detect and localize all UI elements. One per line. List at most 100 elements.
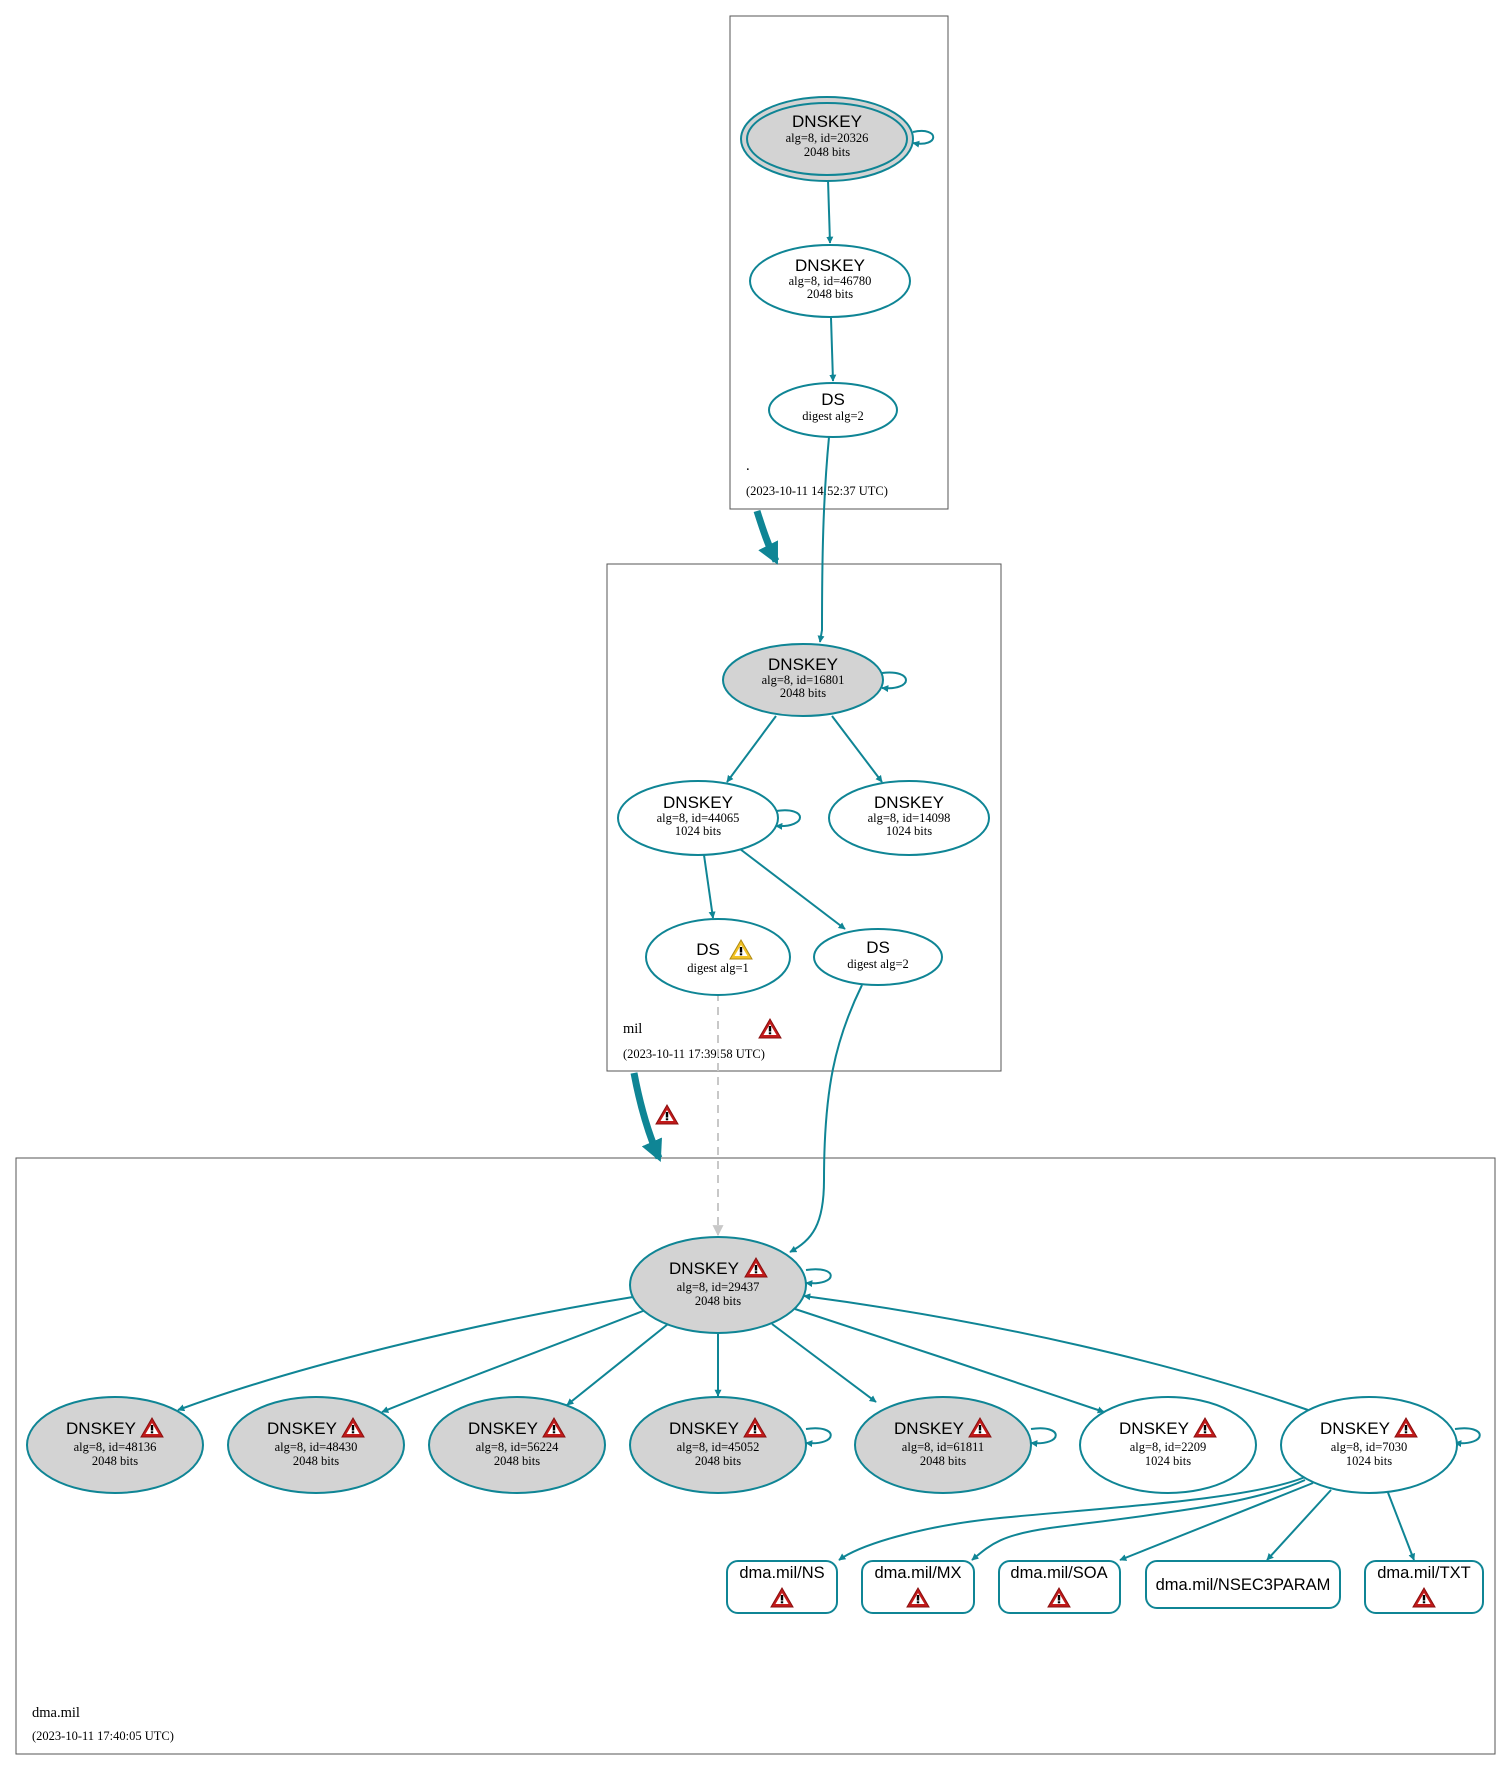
node-detail: 2048 bits bbox=[293, 1454, 339, 1468]
node-detail: 2048 bits bbox=[807, 287, 853, 301]
node-detail: digest alg=2 bbox=[802, 409, 864, 423]
edge-dma-ksk-to-k1 bbox=[177, 1296, 634, 1412]
node-detail: 2048 bits bbox=[92, 1454, 138, 1468]
rrset-label: dma.mil/TXT bbox=[1377, 1564, 1471, 1582]
node-title: DNSKEY bbox=[66, 1419, 136, 1438]
edge-mil-zsk1-to-ds1 bbox=[703, 854, 716, 919]
node-mil-dnskey-14098[interactable]: DNSKEY alg=8, id=14098 1024 bits bbox=[828, 780, 990, 856]
node-title: DNSKEY bbox=[468, 1419, 538, 1438]
node-mil-ds-digest2[interactable]: DS digest alg=2 bbox=[813, 928, 943, 986]
node-root-ds[interactable]: DS digest alg=2 bbox=[768, 382, 898, 438]
edge-root-ksk-self bbox=[912, 129, 934, 148]
rrset-label: dma.mil/SOA bbox=[1010, 1564, 1107, 1582]
node-dma-dnskey-48136[interactable]: DNSKEY alg=8, id=48136 2048 bits bbox=[26, 1396, 204, 1494]
edge-dma-ksk-to-k6 bbox=[794, 1308, 1105, 1414]
node-detail: 2048 bits bbox=[695, 1294, 741, 1308]
node-title: DNSKEY bbox=[1320, 1419, 1390, 1438]
edge-mil-zsk1-self bbox=[775, 809, 801, 830]
delegation-arrow-root-to-mil bbox=[753, 509, 780, 565]
zone-mil-warning-icon[interactable] bbox=[758, 1018, 782, 1039]
node-title: DNSKEY bbox=[267, 1419, 337, 1438]
rrset-soa[interactable]: dma.mil/SOA bbox=[998, 1560, 1121, 1614]
node-detail: alg=8, id=46780 bbox=[789, 274, 872, 288]
node-detail: alg=8, id=7030 bbox=[1331, 1440, 1408, 1454]
node-title: DNSKEY bbox=[768, 655, 838, 674]
rrset-ns[interactable]: dma.mil/NS bbox=[726, 1560, 838, 1614]
node-title: DNSKEY bbox=[669, 1419, 739, 1438]
node-title: DNSKEY bbox=[792, 112, 862, 131]
node-mil-dnskey-44065[interactable]: DNSKEY alg=8, id=44065 1024 bits bbox=[617, 780, 779, 856]
node-detail: 2048 bits bbox=[920, 1454, 966, 1468]
edge-mil-zsk1-to-ds2 bbox=[739, 848, 846, 930]
node-dma-dnskey-48430[interactable]: DNSKEY alg=8, id=48430 2048 bits bbox=[227, 1396, 405, 1494]
node-title: DNSKEY bbox=[663, 793, 733, 812]
zone-dma-mil: dma.mil (2023-10-11 17:40:05 UTC) bbox=[15, 1157, 1496, 1755]
edge-root-ds-to-mil-ksk bbox=[817, 436, 830, 643]
edge-root-zsk-to-ds bbox=[829, 317, 837, 382]
edge-dma-k7-to-mx bbox=[971, 1479, 1306, 1561]
node-detail: 1024 bits bbox=[675, 824, 721, 838]
zone-mil-box bbox=[606, 563, 1002, 1072]
node-title: DS bbox=[866, 938, 890, 957]
node-detail: 1024 bits bbox=[1145, 1454, 1191, 1468]
edge-dma-k7-to-ksk bbox=[803, 1293, 1309, 1411]
edge-root-ksk-to-zsk bbox=[826, 179, 834, 244]
node-detail: 1024 bits bbox=[886, 824, 932, 838]
edge-mil-ds2-to-dma-ksk bbox=[789, 984, 863, 1253]
node-detail: 2048 bits bbox=[695, 1454, 741, 1468]
node-detail: alg=8, id=44065 bbox=[657, 811, 740, 825]
zone-dma-mil-box bbox=[15, 1157, 1496, 1755]
zone-dma-mil-label: dma.mil bbox=[32, 1705, 80, 1721]
edge-dma-ksk-self bbox=[805, 1268, 832, 1288]
node-dma-dnskey-7030[interactable]: DNSKEY alg=8, id=7030 1024 bits bbox=[1280, 1396, 1458, 1494]
edge-dma-k7-to-nsec3param bbox=[1266, 1489, 1332, 1561]
zone-mil-label: mil bbox=[623, 1021, 642, 1037]
node-title: DS bbox=[821, 390, 845, 409]
zone-root: . (2023-10-11 14:52:37 UTC) bbox=[729, 15, 949, 510]
node-title: DNSKEY bbox=[795, 256, 865, 275]
node-detail: 2048 bits bbox=[494, 1454, 540, 1468]
delegation-warning-icon[interactable] bbox=[655, 1104, 679, 1125]
node-title: DNSKEY bbox=[669, 1259, 739, 1278]
node-title: DNSKEY bbox=[894, 1419, 964, 1438]
rrset-txt[interactable]: dma.mil/TXT bbox=[1364, 1560, 1484, 1614]
node-mil-ds-digest1[interactable]: DS digest alg=1 bbox=[645, 918, 791, 996]
zone-dma-mil-timestamp: (2023-10-11 17:40:05 UTC) bbox=[32, 1729, 174, 1743]
node-detail: alg=8, id=14098 bbox=[868, 811, 951, 825]
node-detail: alg=8, id=29437 bbox=[677, 1280, 760, 1294]
node-dma-dnskey-61811[interactable]: DNSKEY alg=8, id=61811 2048 bits bbox=[854, 1396, 1032, 1494]
rrset-label: dma.mil/NSEC3PARAM bbox=[1156, 1576, 1331, 1594]
edge-dma-ksk-to-k3 bbox=[566, 1323, 669, 1406]
node-root-dnskey-46780[interactable]: DNSKEY alg=8, id=46780 2048 bits bbox=[749, 244, 911, 318]
rrset-label: dma.mil/NS bbox=[739, 1564, 824, 1582]
edge-dma-k7-to-ns bbox=[838, 1476, 1306, 1561]
node-detail: alg=8, id=45052 bbox=[677, 1440, 760, 1454]
node-detail: alg=8, id=16801 bbox=[762, 673, 845, 687]
node-root-dnskey-20326[interactable]: DNSKEY alg=8, id=20326 2048 bits bbox=[740, 96, 914, 182]
node-dma-dnskey-2209[interactable]: DNSKEY alg=8, id=2209 1024 bits bbox=[1079, 1396, 1257, 1494]
node-detail: alg=8, id=56224 bbox=[476, 1440, 560, 1454]
node-detail: alg=8, id=20326 bbox=[786, 131, 869, 145]
zone-root-timestamp: (2023-10-11 14:52:37 UTC) bbox=[746, 484, 888, 498]
node-detail: 2048 bits bbox=[804, 145, 850, 159]
edge-dma-k4-self bbox=[805, 1427, 832, 1448]
edge-mil-ksk-to-zsk2 bbox=[831, 715, 883, 783]
zone-mil-timestamp: (2023-10-11 17:39:58 UTC) bbox=[623, 1047, 765, 1061]
rrset-nsec3param[interactable]: dma.mil/NSEC3PARAM bbox=[1145, 1560, 1341, 1609]
rrset-label: dma.mil/MX bbox=[874, 1564, 961, 1582]
edge-mil-ksk-self bbox=[881, 671, 907, 693]
node-title: DNSKEY bbox=[874, 793, 944, 812]
node-detail: alg=8, id=48430 bbox=[275, 1440, 358, 1454]
node-detail: digest alg=1 bbox=[687, 961, 749, 975]
zone-root-box bbox=[729, 15, 949, 510]
edge-mil-ksk-to-zsk1 bbox=[726, 715, 777, 783]
node-detail: 2048 bits bbox=[780, 686, 826, 700]
node-dma-dnskey-56224[interactable]: DNSKEY alg=8, id=56224 2048 bits bbox=[428, 1396, 606, 1494]
node-dma-dnskey-29437[interactable]: DNSKEY alg=8, id=29437 2048 bits bbox=[629, 1236, 807, 1334]
node-dma-dnskey-45052[interactable]: DNSKEY alg=8, id=45052 2048 bits bbox=[629, 1396, 807, 1494]
rrset-mx[interactable]: dma.mil/MX bbox=[861, 1560, 975, 1614]
node-mil-dnskey-16801[interactable]: DNSKEY alg=8, id=16801 2048 bits bbox=[722, 643, 884, 717]
node-detail: alg=8, id=48136 bbox=[74, 1440, 157, 1454]
zone-root-label: . bbox=[746, 458, 750, 474]
